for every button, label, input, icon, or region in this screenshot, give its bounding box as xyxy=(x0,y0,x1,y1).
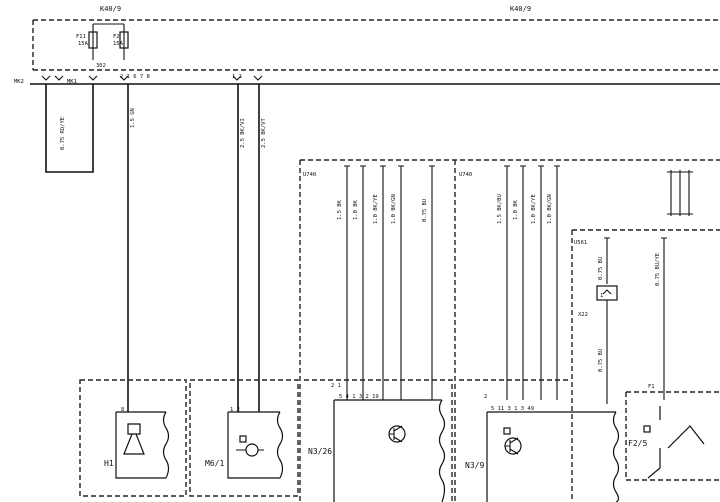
module-u561-label: U561 xyxy=(574,240,587,246)
wire-label-gn: 1.5 GN xyxy=(130,108,136,128)
fuse-block-ref-right: K40/9 xyxy=(510,5,531,13)
fuse-block-pins-group2: 1 2 xyxy=(232,74,242,80)
module-u740-left-label: U740 xyxy=(303,172,316,178)
component-m6-1-label: M6/1 xyxy=(205,459,224,468)
component-f2-5-pin: F1 xyxy=(648,384,655,390)
component-n3-9: 5 11 3 1 3 49 2 N3/9 xyxy=(459,379,620,502)
wire-label-u561-b: 0.75 BU/YE xyxy=(655,253,661,286)
wire-label-rd-ye: 0.75 RD/YE xyxy=(60,117,66,150)
component-m6-1: 1 2 M6/1 xyxy=(189,379,299,497)
main-bus: MK2 MK1 xyxy=(14,75,720,85)
wire-label-u561-a: 0.75 BU xyxy=(598,257,604,280)
module-u561: U561 0.75 BU 1 X22 0.75 BU 0.75 BU/YE xyxy=(571,229,720,502)
wire-label-n39-a: 1.5 BK/BU xyxy=(497,194,503,224)
connector-x22-label: X22 xyxy=(578,312,588,318)
component-n3-26-label: N3/26 xyxy=(308,447,332,456)
wire-label-n326-e: 0.75 BU xyxy=(422,199,428,222)
component-n3-9-label: N3/9 xyxy=(465,461,484,470)
connector-x22-pin: 1 xyxy=(600,293,603,299)
cable-bundle xyxy=(667,170,693,216)
wire-label-x22-out: 0.75 BU xyxy=(598,349,604,372)
connector-mk1: MK1 xyxy=(67,79,77,85)
component-n3-26-pins: 5 4 1 3 2 19 xyxy=(339,394,379,400)
component-n3-9-pins: 5 11 3 1 3 49 xyxy=(491,406,534,412)
component-n3-9-mark: 2 xyxy=(484,394,487,400)
wire-bk-vt: 2.5 BK/VT xyxy=(258,84,267,412)
wire-label-n326-a: 1.5 BK xyxy=(337,199,343,220)
wire-label-n326-b: 1.0 BK xyxy=(353,199,359,220)
wire-bk-vi: 2.5 BK/VI xyxy=(237,84,246,412)
n3-9-wires: 1.5 BK/BU 1.0 BK 1.0 BK/YE 1.0 BK/GN xyxy=(497,165,560,400)
wire-label-bk-vt: 2.5 BK/VT xyxy=(261,118,267,148)
module-u740-right-label: U740 xyxy=(459,172,472,178)
fuse-f2: F2 15A xyxy=(113,24,129,60)
wire-gn: 1.5 GN xyxy=(127,84,136,412)
wire-label-n39-d: 1.0 BK/GN xyxy=(547,194,553,224)
fuse-block-pins: 2 1 6 7 8 xyxy=(120,74,150,80)
component-n3-26-marks: 2 1 xyxy=(331,383,341,389)
component-h1-label: H1 xyxy=(104,459,114,468)
connector-mk2: MK2 xyxy=(14,79,24,85)
fuse-f11: F11 15A xyxy=(76,24,98,60)
fuse-pin-302: 302 xyxy=(96,63,106,69)
component-f2-5: F1 F2/5 xyxy=(625,384,720,481)
wire-label-n326-d: 1.0 BK/GN xyxy=(391,194,397,224)
fuse-f2-label: F2 xyxy=(113,34,120,40)
component-n3-26: 5 4 1 3 2 19 2 1 N3/26 xyxy=(304,379,453,502)
component-m6-1-pins: 1 2 xyxy=(230,407,240,413)
wire-label-n39-c: 1.0 BK/YE xyxy=(531,194,537,224)
component-h1: 8 H1 xyxy=(79,379,187,497)
wire-rd-ye: 0.75 RD/YE xyxy=(45,84,94,173)
fuse-block-ref-left: K40/9 xyxy=(100,5,121,13)
fuse-f11-rating: 15A xyxy=(78,41,89,47)
module-u740: U740 U740 xyxy=(299,159,720,502)
wire-label-bk-vi: 2.5 BK/VI xyxy=(240,118,246,148)
component-f2-5-label: F2/5 xyxy=(628,439,647,448)
wire-label-n39-b: 1.0 BK xyxy=(513,199,519,220)
connector-x22: 1 X22 xyxy=(578,285,618,318)
fuse-f11-label: F11 xyxy=(76,34,86,40)
component-h1-pin: 8 xyxy=(121,407,124,413)
fuse-f2-rating: 15A xyxy=(113,41,124,47)
wire-label-n326-c: 1.0 BK/YE xyxy=(373,194,379,224)
fuse-block-k40-9: K40/9 K40/9 F11 15A F2 15A 302 2 1 6 7 8… xyxy=(32,5,720,80)
n3-26-wires: 1.5 BK 1.0 BK 1.0 BK/YE 1.0 BK/GN 0.75 B… xyxy=(337,165,435,400)
